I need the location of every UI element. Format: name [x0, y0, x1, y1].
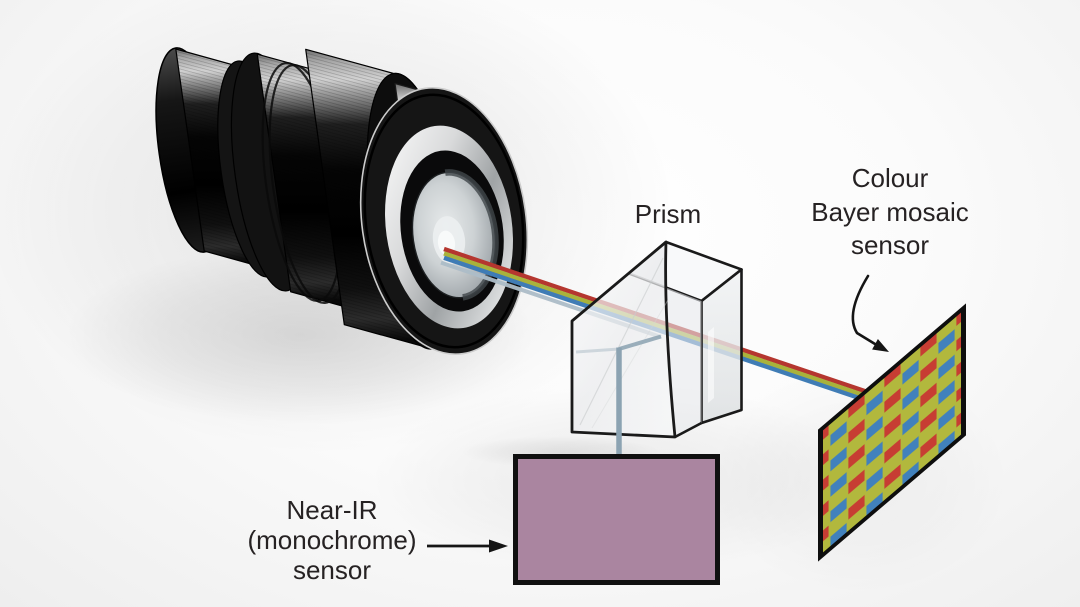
- prism-bottom-edge: [674, 421, 703, 439]
- ray-near-ir-reflected: [618, 334, 662, 351]
- nearir-label-arrow: [427, 539, 508, 553]
- nearir-arrow-head: [489, 539, 508, 553]
- prism-internal-reflection-line-1: [579, 257, 664, 426]
- camera-lens-illustration: [155, 47, 529, 355]
- prism-inner-face: [629, 242, 702, 437]
- bayer-label-arrow: [851, 274, 889, 352]
- near-ir-sensor-panel: [513, 454, 720, 585]
- bayer-sensor-panel: [818, 303, 966, 562]
- lens-front-rim-inner-edge: [363, 93, 525, 349]
- prism-glass: [570, 240, 743, 439]
- ray-near-ir-split: [575, 334, 662, 459]
- bayer-sensor-label: Colour Bayer mosaic sensor: [811, 163, 969, 260]
- prism-internal-reflection-line-2: [591, 299, 669, 429]
- bayer-mosaic-grid: [818, 303, 966, 562]
- prism-label: Prism: [634, 199, 702, 229]
- bayer-arrow-curve: [851, 274, 877, 346]
- ray-near-ir-leak: [575, 347, 620, 354]
- lens-glass-reflection-crescent: [444, 169, 499, 301]
- near-ir-sensor-label: Near-IR (monochrome) sensor: [247, 495, 417, 585]
- bayer-arrow-head: [872, 339, 889, 352]
- prism-right-face-streak: [708, 327, 714, 403]
